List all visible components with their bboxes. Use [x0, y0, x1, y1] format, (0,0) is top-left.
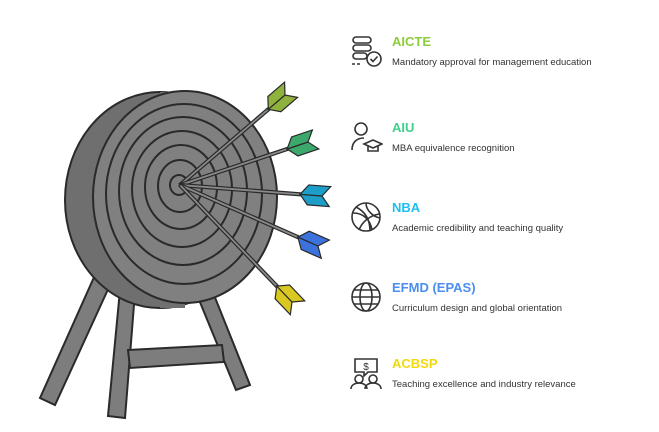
user-graduate-icon: [351, 122, 383, 152]
people-money-icon: $: [350, 358, 382, 390]
arrow-fletching: [298, 193, 331, 208]
item-description: Curriculum design and global orientation: [392, 303, 563, 314]
arrow-fletching: [275, 284, 307, 303]
item-description: MBA equivalence recognition: [392, 143, 515, 154]
arrow-fletching: [286, 129, 314, 150]
arrow-fletching: [267, 80, 286, 111]
globe-icon: [351, 282, 381, 312]
item-description: Teaching excellence and industry relevan…: [392, 379, 576, 390]
item-title: AIU: [392, 120, 415, 135]
arrow-fletching: [298, 184, 333, 197]
item-title: ACBSP: [392, 356, 438, 371]
arrow-2: [178, 129, 321, 188]
arrow-4: [178, 182, 331, 260]
server-check-icon: [352, 36, 382, 67]
item-title: AICTE: [392, 34, 431, 49]
arrow-5: [178, 183, 307, 317]
item-description: Academic credibility and teaching qualit…: [392, 223, 564, 234]
svg-text:$: $: [363, 362, 369, 373]
arrow-fletching: [296, 230, 331, 247]
target-board: [64, 90, 278, 309]
item-title: NBA: [392, 200, 421, 215]
item-title: EFMD (EPAS): [392, 280, 476, 295]
item-description: Mandatory approval for management educat…: [392, 57, 592, 68]
basketball-icon: [351, 202, 381, 232]
